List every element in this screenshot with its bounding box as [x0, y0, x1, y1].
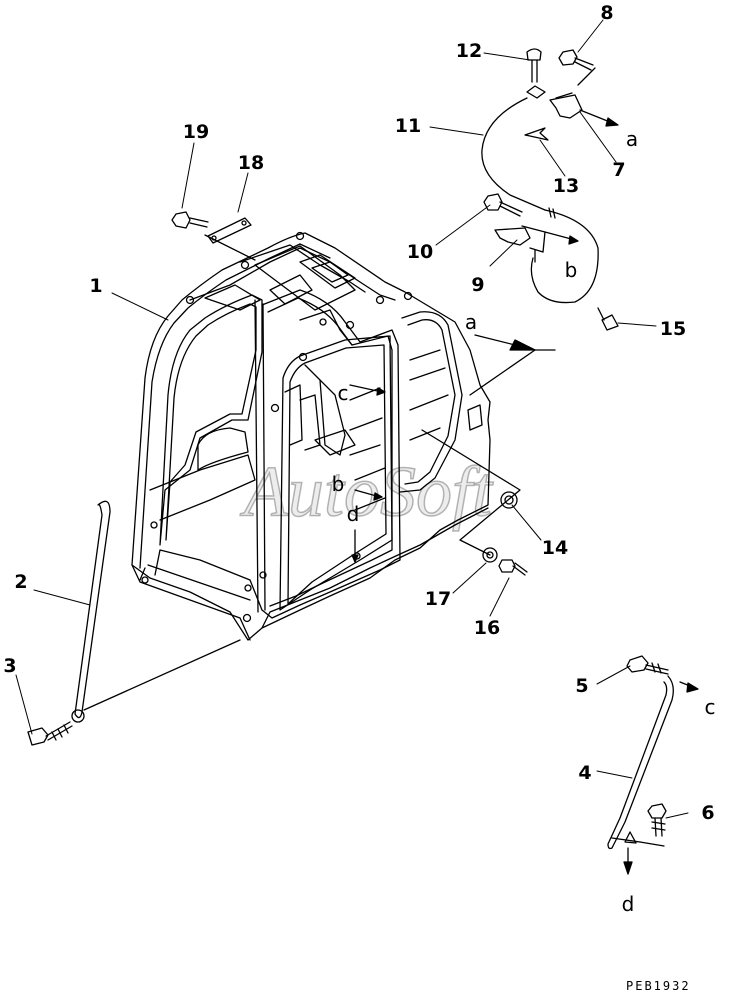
ref-d-pipe: d: [621, 892, 635, 916]
callout-13: 13: [552, 175, 580, 197]
callout-19: 19: [182, 121, 210, 143]
callout-leaders: [15, 19, 689, 819]
callout-3: 3: [3, 655, 17, 677]
ref-a-harness: a: [625, 127, 639, 151]
support-rod: [27, 500, 241, 746]
ref-c-pipe: c: [704, 695, 716, 719]
callout-1: 1: [89, 275, 103, 297]
bracket-and-bolt: [171, 211, 256, 261]
ref-c-cab: c: [337, 381, 349, 405]
ref-b-harness: b: [564, 258, 578, 282]
callout-6: 6: [701, 802, 715, 824]
drawing-code: PEB1932: [626, 979, 691, 993]
ref-d-cab: d: [346, 502, 360, 526]
ref-b-cab: b: [331, 472, 345, 496]
callout-5: 5: [575, 675, 589, 697]
harness-upper: [481, 48, 619, 304]
callout-11: 11: [394, 115, 422, 137]
cab-frame: [131, 231, 528, 641]
callout-8: 8: [600, 2, 614, 24]
watermark: AutoSoft: [243, 451, 493, 533]
pipe-assembly: [607, 655, 699, 875]
harness-lower: [483, 193, 619, 331]
callout-4: 4: [578, 762, 592, 784]
callout-7: 7: [612, 159, 626, 181]
callout-15: 15: [659, 318, 687, 340]
reference-leaders: [349, 334, 556, 563]
callout-2: 2: [14, 571, 28, 593]
callout-12: 12: [455, 40, 483, 62]
callout-14: 14: [541, 537, 569, 559]
callout-16: 16: [473, 617, 501, 639]
ref-a-cab: a: [464, 310, 478, 334]
callout-9: 9: [471, 274, 485, 296]
callout-17: 17: [424, 588, 452, 610]
callout-18: 18: [237, 152, 265, 174]
callout-10: 10: [406, 241, 434, 263]
